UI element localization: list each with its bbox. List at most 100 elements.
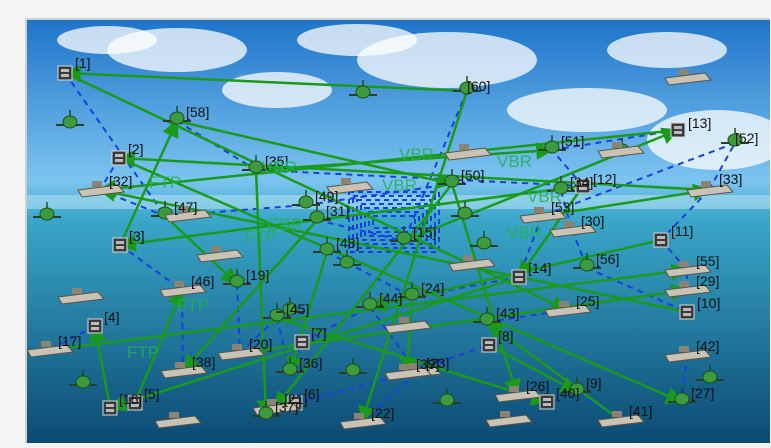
node-35-sensor [242,155,270,174]
node-27-sensor [668,387,696,406]
dashed-cluster-5 [368,211,420,233]
node-36-sensor [276,357,304,376]
node-label-36: [36] [299,355,322,371]
node-label-39: [39] [416,356,439,372]
node-unlabeled-6 [451,201,479,220]
node-label-37: [37] [275,399,298,415]
traffic-label-2: VBR [382,176,417,195]
dashed-link-1 [403,90,468,242]
node-label-55: [55] [696,253,719,269]
traffic-label-7: FTP [245,227,277,246]
node-33-ship [686,181,734,198]
node-53-ship [519,207,567,224]
node-unlabeled-4 [56,110,84,129]
node-label-7: [7] [311,325,327,341]
flow-arrow-24 [485,320,621,422]
node-unlabeled-11 [448,255,496,272]
flow-arrow-21 [286,251,329,374]
node-17-ship [27,341,74,358]
node-58-sensor [163,106,191,125]
flow-arrow-11 [118,156,684,404]
node-label-17: [17] [58,333,81,349]
node-label-2: [2] [128,141,144,157]
node-51-sensor [538,135,566,154]
node-label-8: [8] [498,328,514,344]
flow-arrow-22 [399,296,417,375]
node-label-22: [22] [371,405,394,421]
node-label-50: [50] [461,167,484,183]
dashed-link-23 [305,183,453,206]
traffic-label-1: VBR [399,145,434,164]
node-43-sensor [473,307,501,326]
node-label-13: [13] [688,115,711,131]
node-label-16: [16] [119,391,142,407]
node-41-ship [597,411,645,428]
node-40-box [539,394,555,410]
node-label-40: [40] [556,385,579,401]
node-label-53: [53] [551,199,574,215]
node-55-ship [664,261,712,278]
flow-arrow-14 [89,324,112,409]
flow-arrow-29 [108,275,520,412]
node-label-14: [14] [528,260,551,276]
node-unlabeled-17 [154,412,202,429]
node-39-ship [384,364,432,381]
node-9-sensor [563,377,591,396]
node-label-41: [41] [629,403,652,419]
traffic-label-10: CBR [267,215,303,234]
node-label-47: [47] [174,199,197,215]
node-50-sensor [438,169,466,188]
node-46-ship [159,281,207,298]
flow-arrow-5 [254,169,275,418]
cloud-6 [57,26,157,54]
dashed-link-0 [64,72,166,217]
cloud-5 [297,24,417,56]
node-52-sensor [721,128,749,147]
node-unlabeled-12 [470,231,498,250]
dashed-link-19 [681,354,688,403]
node-label-35: [35] [265,153,288,169]
node-24-sensor [398,282,426,301]
cloud-1 [222,72,332,108]
flow-arrow-18 [164,215,239,286]
node-label-23: [23] [426,355,449,371]
node-unlabeled-19 [485,411,533,428]
cloud-3 [507,88,667,132]
node-label-19: [19] [246,267,269,283]
node-label-38: [38] [192,354,215,370]
flow-arrow-13 [98,184,688,314]
node-2-box [111,150,127,166]
node-37-sensor [252,401,280,420]
node-label-4: [4] [104,309,120,325]
node-label-42: [42] [696,338,719,354]
node-unlabeled-16 [69,370,97,389]
node-25-ship [544,301,592,318]
node-48-sensor [313,237,341,256]
traffic-label-8: FTP [127,343,159,362]
flow-arrow-3 [118,184,584,252]
dashed-cluster-1 [352,195,436,249]
node-label-11: [11] [671,223,693,239]
node-60-sensor [453,76,481,95]
node-label-58: [58] [186,104,209,120]
node-label-45: [45] [286,301,309,317]
node-unlabeled-7 [164,206,212,223]
flow-arrow-4 [117,150,710,192]
network-scene: [1][2][3][4][5][6][7][8][9][10][11][12][… [25,18,770,443]
flow-arrow-28 [118,119,179,246]
node-label-48: [48] [336,235,359,251]
node-unlabeled-22 [339,358,367,377]
node-7-box [294,334,310,350]
node-49-sensor [292,190,320,209]
dashed-link-26 [301,306,371,343]
node-unlabeled-9 [196,246,244,263]
node-44-sensor [356,292,384,311]
node-unlabeled-14 [276,297,304,316]
node-label-46: [46] [191,273,214,289]
node-unlabeled-15 [384,317,432,334]
node-22-ship [339,413,387,430]
node-unlabeled-5 [326,178,374,195]
node-label-51: [51] [561,133,584,149]
node-5-box [127,395,143,411]
node-label-60: [60] [467,78,490,94]
